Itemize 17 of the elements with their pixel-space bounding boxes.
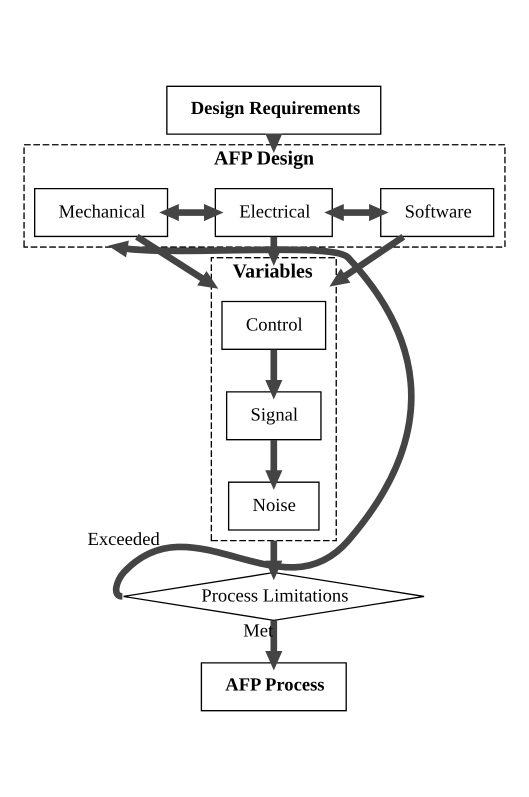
arrow (265, 620, 282, 671)
node-box: AFP Process (200, 662, 347, 712)
arrow (135, 234, 218, 289)
node-box: Control (221, 300, 326, 350)
node-box: Design Requirements (166, 86, 382, 135)
node-box: Mechanical (34, 188, 168, 238)
edge-label: Exceeded (88, 529, 160, 550)
arrow (265, 440, 282, 490)
node-box: Software (380, 188, 494, 238)
arrow (265, 350, 282, 400)
arrow (324, 204, 389, 222)
arrow (108, 240, 414, 600)
node-box: Noise (228, 482, 320, 531)
node-diamond: Process Limitations (122, 572, 425, 622)
node-box: Signal (226, 391, 322, 440)
node-box: Electrical (214, 188, 333, 238)
arrow (159, 204, 224, 222)
